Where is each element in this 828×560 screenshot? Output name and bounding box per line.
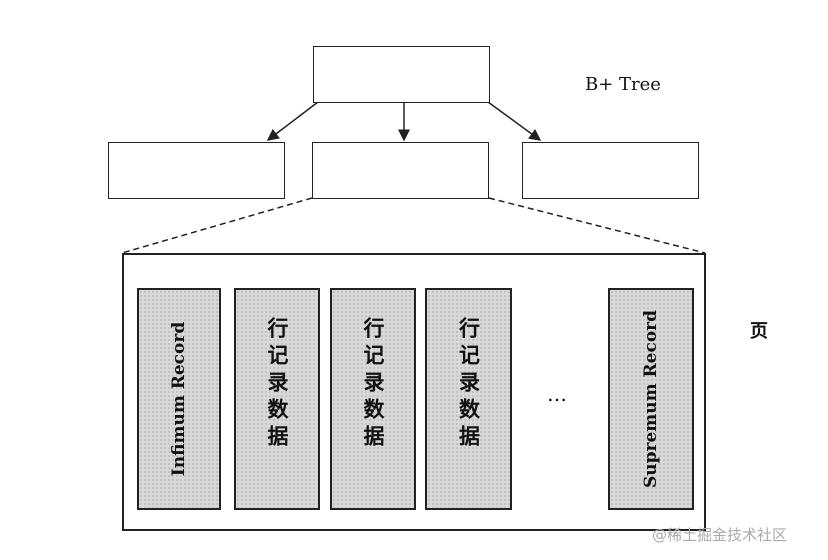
record-label: Supremum Record bbox=[641, 309, 661, 489]
arrow-right bbox=[487, 101, 542, 141]
watermark: @稀土掘金技术社区 bbox=[652, 526, 788, 544]
supremum-record: Supremum Record bbox=[608, 288, 694, 510]
zoom-dashed-right bbox=[488, 197, 706, 254]
child-node-middle bbox=[312, 142, 489, 199]
arrow-left bbox=[266, 101, 319, 141]
record-label: 行记录数据 bbox=[361, 316, 385, 452]
record-label: Infimum Record bbox=[169, 321, 189, 477]
row-record: 行记录数据 bbox=[330, 288, 416, 510]
row-record: 行记录数据 bbox=[425, 288, 512, 510]
infimum-record: Infimum Record bbox=[137, 288, 221, 510]
zoom-dashed-left bbox=[121, 197, 313, 254]
record-label: 行记录数据 bbox=[456, 316, 481, 452]
record-label: 行记录数据 bbox=[265, 316, 289, 452]
row-record: 行记录数据 bbox=[234, 288, 320, 510]
ellipsis: … bbox=[547, 382, 567, 406]
diagram-title: B+ Tree bbox=[585, 74, 661, 95]
child-node-left bbox=[108, 142, 285, 199]
child-node-right bbox=[522, 142, 699, 199]
page-label: 页 bbox=[750, 321, 768, 342]
root-node bbox=[313, 46, 490, 103]
